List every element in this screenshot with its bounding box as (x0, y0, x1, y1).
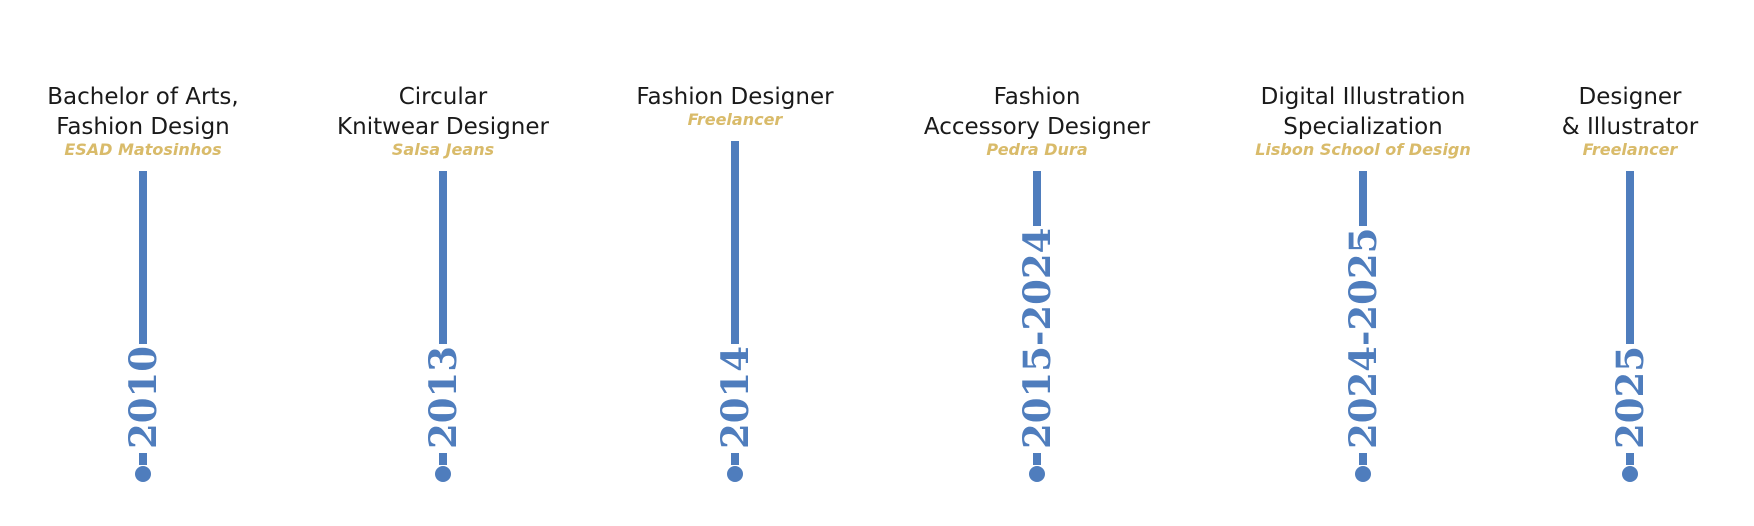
milestone-organization: Pedra Dura (986, 140, 1088, 159)
milestone-organization: Freelancer (687, 110, 783, 129)
milestone-title: Fashion Designer (535, 82, 935, 112)
milestone-stem (439, 171, 447, 344)
milestone-title-line: Specialization (1283, 114, 1443, 140)
milestone-dot (1029, 466, 1045, 482)
milestone-stem (1033, 171, 1041, 226)
milestone-connector (139, 453, 147, 465)
milestone-organization: Lisbon School of Design (1255, 140, 1471, 159)
milestone-year: 2010 (121, 346, 165, 449)
milestone-dot (1355, 466, 1371, 482)
milestone-title-line: Digital Illustration (1260, 84, 1466, 110)
milestone-dot (727, 466, 743, 482)
milestone-connector (1033, 453, 1041, 465)
milestone-organization: Salsa Jeans (391, 140, 495, 159)
milestone-organization: Freelancer (1582, 140, 1678, 159)
milestone-dot (435, 466, 451, 482)
milestone-connector (731, 453, 739, 465)
milestone-stem (731, 141, 739, 344)
milestone-dot (135, 466, 151, 482)
milestone-connector (1626, 453, 1634, 465)
milestone-year: 2025 (1608, 346, 1652, 449)
milestone-year: 2013 (421, 346, 465, 449)
milestone-year: 2024-2025 (1341, 227, 1385, 449)
milestone-stem (139, 171, 147, 344)
milestone-title-line: Fashion (993, 84, 1081, 110)
milestone-title-line: Knitwear Designer (337, 114, 549, 140)
milestone-title-line: & Illustrator (1561, 114, 1699, 140)
milestone-title-line: Bachelor of Arts, (47, 84, 239, 110)
milestone-title-line: Circular (398, 84, 488, 110)
milestone-stem (1626, 171, 1634, 344)
milestone-connector (439, 453, 447, 465)
milestone-year: 2015-2024 (1015, 227, 1059, 449)
milestone-title-line: Fashion Designer (636, 84, 834, 110)
milestone-title: Designer & Illustrator (1430, 82, 1754, 142)
milestone-dot (1622, 466, 1638, 482)
milestone-connector (1359, 453, 1367, 465)
milestone-year: 2014 (713, 346, 757, 449)
milestone-title-line: Fashion Design (56, 114, 230, 140)
milestone-stem (1359, 171, 1367, 226)
milestone-organization: ESAD Matosinhos (64, 140, 222, 159)
milestone-title-line: Designer (1578, 84, 1682, 110)
milestone-title: Bachelor of Arts, Fashion Design (0, 82, 343, 142)
milestone-title-line: Accessory Designer (923, 114, 1151, 140)
